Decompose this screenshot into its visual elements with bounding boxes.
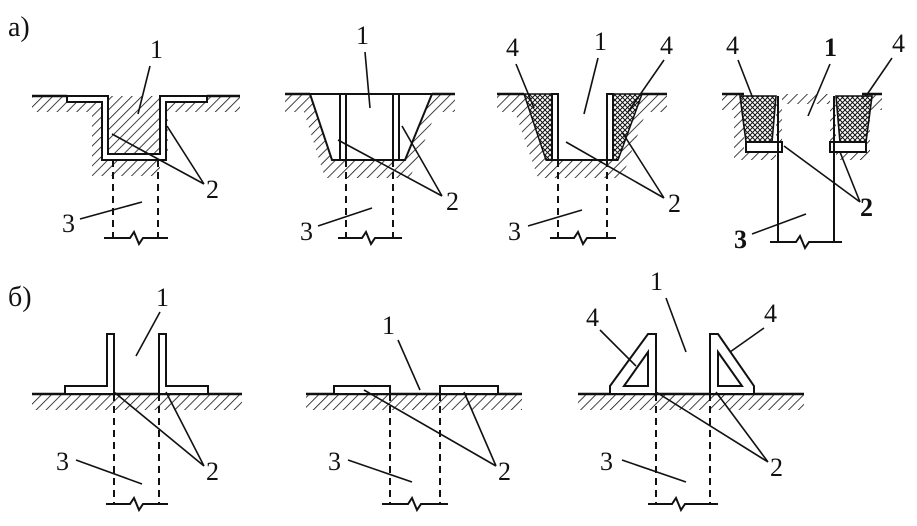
label-1: 1 (356, 21, 369, 50)
leader-2 (565, 131, 665, 199)
leader-3 (751, 213, 807, 235)
label-1: 1 (382, 311, 395, 340)
label-3: 3 (56, 447, 69, 476)
fill-box-right (835, 95, 873, 143)
leader-2 (111, 125, 205, 185)
leader-1 (583, 57, 599, 115)
label-4-left: 4 (726, 31, 739, 60)
label-3: 3 (508, 217, 521, 246)
pile-outline (557, 160, 608, 238)
label-4-left: 4 (506, 33, 519, 62)
label-1: 1 (150, 35, 163, 64)
label-3: 3 (328, 447, 341, 476)
pile-break (648, 495, 718, 513)
pile-outline (113, 394, 160, 504)
label-4-left: 4 (586, 303, 599, 332)
wall-left (339, 93, 347, 161)
shield-left (64, 333, 115, 395)
pile-outline (345, 160, 394, 238)
soil-hatch (497, 94, 667, 178)
leader-1 (807, 63, 831, 117)
leader-3 (527, 209, 583, 227)
panel-b3: 1 2 3 4 4 (578, 267, 804, 513)
leader-2 (783, 145, 861, 203)
leader-4 (515, 59, 665, 113)
soil-hatch (32, 96, 240, 176)
leader-3 (75, 459, 143, 485)
brace-right-inner (717, 348, 744, 387)
pile-outline (112, 160, 159, 238)
label-2: 2 (668, 189, 681, 218)
leader-2 (113, 391, 205, 467)
soil-hatch (285, 94, 455, 178)
label-3: 3 (734, 225, 747, 254)
panel-a1: 1 2 3 (32, 35, 240, 247)
pile-break (770, 233, 842, 251)
bracket-left (745, 141, 783, 153)
panel-a3: 1 2 3 4 4 (497, 27, 681, 247)
pile-break (338, 229, 402, 247)
label-4-right: 4 (764, 299, 777, 328)
label-3: 3 (600, 447, 613, 476)
pile-break (104, 229, 168, 247)
leader-1 (665, 297, 687, 353)
label-1: 1 (594, 27, 607, 56)
label-2: 2 (770, 453, 783, 482)
soil-hatch (578, 394, 804, 410)
leader-1 (397, 339, 421, 391)
label-2: 2 (446, 187, 459, 216)
plate-right (439, 385, 499, 395)
label-2: 2 (860, 193, 873, 222)
row-label-b: б) (8, 282, 32, 313)
fill-box-left (739, 95, 777, 143)
pile-break (550, 229, 616, 247)
label-2: 2 (498, 457, 511, 486)
soil-hatch (32, 394, 242, 410)
leader-1 (135, 311, 161, 357)
label-4-right: 4 (892, 29, 905, 58)
label-1: 1 (156, 283, 169, 312)
pile-break (382, 495, 448, 513)
label-4-right: 4 (660, 31, 673, 60)
label-2: 2 (206, 175, 219, 204)
wall-left (551, 93, 559, 161)
wall-lines (777, 96, 835, 242)
leader-4 (599, 327, 765, 367)
trench-shield (66, 95, 208, 161)
brace-left-inner (622, 348, 649, 387)
pile-break (106, 495, 168, 513)
bracket-right (829, 141, 867, 153)
leader-4 (737, 57, 893, 97)
pile-outline (655, 394, 711, 504)
wall-right (392, 93, 400, 161)
label-3: 3 (62, 209, 75, 238)
leader-3 (317, 207, 373, 227)
leader-2 (363, 389, 497, 467)
label-1: 1 (824, 33, 837, 62)
shield-right (158, 333, 209, 395)
row-label-a: а) (8, 12, 30, 43)
label-2: 2 (206, 457, 219, 486)
panel-a4: 1 2 3 4 4 (722, 29, 905, 254)
panel-a2: 1 2 3 (285, 21, 459, 247)
leader-2 (337, 125, 443, 197)
plate-left (333, 385, 391, 395)
leader-3 (347, 459, 413, 483)
wall-right (606, 93, 614, 161)
leader-1 (137, 65, 151, 115)
panel-b2: 1 2 3 (306, 311, 522, 513)
label-3: 3 (300, 217, 313, 246)
trench-slope (309, 93, 434, 161)
pile-outline (389, 394, 441, 504)
label-1: 1 (650, 267, 663, 296)
leader-3 (79, 201, 143, 220)
panel-b1: 1 2 3 (32, 283, 242, 513)
leader-2 (655, 391, 769, 463)
soil-hatch (306, 394, 522, 410)
leader-3 (621, 459, 687, 483)
brace-right (709, 333, 755, 395)
leader-1 (364, 51, 371, 109)
